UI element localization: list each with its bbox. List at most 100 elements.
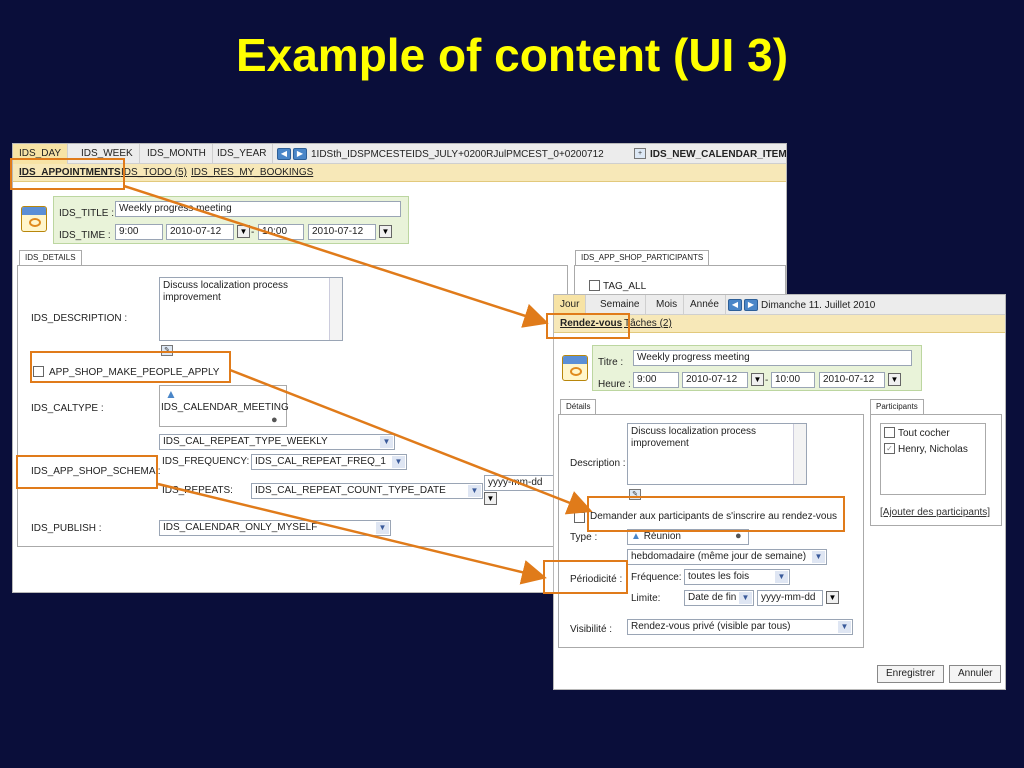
- tab-month[interactable]: IDS_MONTH: [141, 144, 213, 164]
- repeats-label: IDS_REPEATS:: [162, 485, 233, 496]
- fr-participant-checkbox[interactable]: ✓: [884, 443, 895, 454]
- fr-end-date-picker-icon[interactable]: ▼: [888, 373, 901, 386]
- description-textarea[interactable]: Discuss localization process improvement: [159, 277, 343, 341]
- frequency-value: IDS_CAL_REPEAT_FREQ_1: [255, 456, 386, 467]
- schema-label: IDS_APP_SHOP_SCHEMA :: [31, 466, 161, 477]
- repeat-type-value: IDS_CAL_REPEAT_TYPE_WEEKLY: [163, 436, 328, 447]
- frequency-label: IDS_FREQUENCY:: [162, 456, 250, 467]
- new-calendar-item-link[interactable]: IDS_NEW_CALENDAR_ITEM: [650, 149, 787, 160]
- fr-visibility-select[interactable]: Rendez-vous privé (visible par tous)▼: [627, 619, 853, 635]
- fr-start-time-input[interactable]: 9:00: [633, 372, 679, 388]
- make-apply-checkbox[interactable]: [33, 366, 44, 377]
- sub-tabs: IDS_APPOINTMENTS IDS_TODO (5) IDS_RES_MY…: [13, 164, 786, 182]
- calendar-icon: [21, 206, 47, 232]
- fr-description-textarea[interactable]: Discuss localization process improvement: [627, 423, 807, 485]
- fr-tab-month[interactable]: Mois: [650, 295, 685, 315]
- caltype-scroll-icon[interactable]: ●: [271, 414, 278, 426]
- translate-icon[interactable]: ✎: [161, 345, 173, 356]
- fr-frequency-label: Fréquence:: [631, 572, 682, 583]
- fr-repeat-type-select[interactable]: hebdomadaire (même jour de semaine)▼: [627, 549, 827, 565]
- highlight-demander: [587, 496, 845, 532]
- caltype-label: IDS_CALTYPE :: [31, 403, 104, 414]
- fr-date-header: Dimanche 11. Juillet 2010: [761, 300, 876, 311]
- participants-tab[interactable]: IDS_APP_SHOP_PARTICIPANTS: [575, 250, 710, 266]
- date-header: 1IDSth_IDSPMCESTEIDS_JULY+0200RJulPMCEST…: [311, 149, 604, 160]
- fr-translate-icon[interactable]: ✎: [629, 489, 641, 500]
- fr-tab-day[interactable]: Jour: [554, 295, 587, 315]
- description-label: IDS_DESCRIPTION :: [31, 313, 128, 324]
- fr-repeat-type-value: hebdomadaire (même jour de semaine): [631, 551, 807, 562]
- start-time-input[interactable]: 9:00: [115, 224, 163, 240]
- tag-all-checkbox[interactable]: [589, 280, 600, 291]
- fr-limit-date-picker-icon[interactable]: ▼: [826, 591, 839, 604]
- fr-save-button[interactable]: Enregistrer: [877, 665, 944, 683]
- fr-participants-list[interactable]: [880, 423, 986, 495]
- fr-frequency-select[interactable]: toutes les fois▼: [684, 569, 790, 585]
- fr-end-time-input[interactable]: 10:00: [771, 372, 815, 388]
- highlight-schema: [16, 455, 158, 489]
- tab-year[interactable]: IDS_YEAR: [211, 144, 274, 164]
- end-date-input[interactable]: 2010-07-12: [308, 224, 376, 240]
- fr-add-participants-link[interactable]: [Ajouter des participants]: [880, 507, 991, 518]
- publish-select[interactable]: IDS_CALENDAR_ONLY_MYSELF▼: [159, 520, 391, 536]
- subtab-todo[interactable]: IDS_TODO (5): [121, 167, 187, 178]
- highlight-periodicite: [543, 560, 628, 594]
- start-date-picker-icon[interactable]: ▼: [237, 225, 250, 238]
- fr-visibility-label: Visibilité :: [570, 624, 613, 635]
- repeats-select[interactable]: IDS_CAL_REPEAT_COUNT_TYPE_DATE▼: [251, 483, 483, 499]
- caltype-value: IDS_CALENDAR_MEETING: [161, 402, 289, 413]
- title-input[interactable]: Weekly progress meeting: [115, 201, 401, 217]
- fr-next-arrow-icon[interactable]: ▶: [744, 299, 758, 311]
- subtab-appointments[interactable]: IDS_APPOINTMENTS: [19, 167, 121, 178]
- fr-participants-tab[interactable]: Participants: [870, 399, 924, 415]
- fr-time-separator: -: [765, 375, 769, 386]
- fr-cancel-button[interactable]: Annuler: [949, 665, 1002, 683]
- fr-title-input[interactable]: Weekly progress meeting: [633, 350, 912, 366]
- fr-participant-name: Henry, Nicholas: [898, 444, 968, 455]
- highlight-rendez-vous: [546, 313, 630, 339]
- fr-calendar-icon: [562, 355, 588, 381]
- fr-make-apply-label: Demander aux participants de s'inscrire …: [590, 511, 838, 522]
- fr-details-tab[interactable]: Détails: [560, 399, 597, 415]
- subtab-bookings[interactable]: IDS_RES_MY_BOOKINGS: [191, 167, 314, 178]
- description-text: Discuss localization process improvement: [163, 280, 289, 303]
- fr-type-scroll-icon[interactable]: ●: [735, 530, 742, 542]
- fr-limit-value: Date de fin: [688, 592, 737, 603]
- fr-limit-select[interactable]: Date de fin▼: [684, 590, 754, 606]
- fr-start-date-input[interactable]: 2010-07-12: [682, 372, 748, 388]
- tab-week[interactable]: IDS_WEEK: [75, 144, 140, 164]
- highlight-make-apply: [30, 351, 231, 383]
- fr-visibility-value: Rendez-vous privé (visible par tous): [631, 621, 791, 632]
- fr-make-apply-checkbox[interactable]: [574, 512, 585, 523]
- fr-end-date-input[interactable]: 2010-07-12: [819, 372, 885, 388]
- details-tab[interactable]: IDS_DETAILS: [19, 250, 82, 266]
- fr-sub-tabs: Rendez-vous Tâches (2): [554, 315, 1005, 333]
- next-arrow-icon[interactable]: ▶: [293, 148, 307, 160]
- repeats-date-input[interactable]: yyyy-mm-dd: [484, 475, 554, 491]
- fr-subtab-tasks[interactable]: Tâches (2): [624, 318, 672, 329]
- fr-view-tabs: Jour Semaine Mois Année ◀ ▶ Dimanche 11.…: [554, 295, 1005, 315]
- fr-type-field[interactable]: ▲ Réunion: [627, 529, 749, 545]
- start-date-input[interactable]: 2010-07-12: [166, 224, 234, 240]
- end-time-input[interactable]: 10:00: [258, 224, 304, 240]
- meeting-triangle-icon: ▲: [165, 387, 177, 401]
- fr-tab-year[interactable]: Année: [684, 295, 726, 315]
- repeats-date-picker-icon[interactable]: ▼: [484, 492, 497, 505]
- fr-prev-arrow-icon[interactable]: ◀: [728, 299, 742, 311]
- frequency-select[interactable]: IDS_CAL_REPEAT_FREQ_1▼: [251, 454, 407, 470]
- fr-description-text: Discuss localization process improvement: [631, 426, 757, 449]
- fr-start-date-picker-icon[interactable]: ▼: [751, 373, 764, 386]
- publish-label: IDS_PUBLISH :: [31, 523, 102, 534]
- make-apply-label: APP_SHOP_MAKE_PEOPLE_APPLY: [49, 367, 220, 378]
- slide-title: Example of content (UI 3): [235, 29, 789, 81]
- prev-arrow-icon[interactable]: ◀: [277, 148, 291, 160]
- end-date-picker-icon[interactable]: ▼: [379, 225, 392, 238]
- fr-type-value: Réunion: [643, 531, 681, 542]
- fr-subtab-appointments[interactable]: Rendez-vous: [560, 318, 623, 329]
- new-item-icon[interactable]: +: [634, 148, 646, 159]
- calendar-window-french: Jour Semaine Mois Année ◀ ▶ Dimanche 11.…: [553, 294, 1006, 690]
- fr-check-all-checkbox[interactable]: [884, 427, 895, 438]
- fr-tab-week[interactable]: Semaine: [594, 295, 647, 315]
- repeat-type-select[interactable]: IDS_CAL_REPEAT_TYPE_WEEKLY▼: [159, 434, 395, 450]
- fr-limit-date-input[interactable]: yyyy-mm-dd: [757, 590, 823, 606]
